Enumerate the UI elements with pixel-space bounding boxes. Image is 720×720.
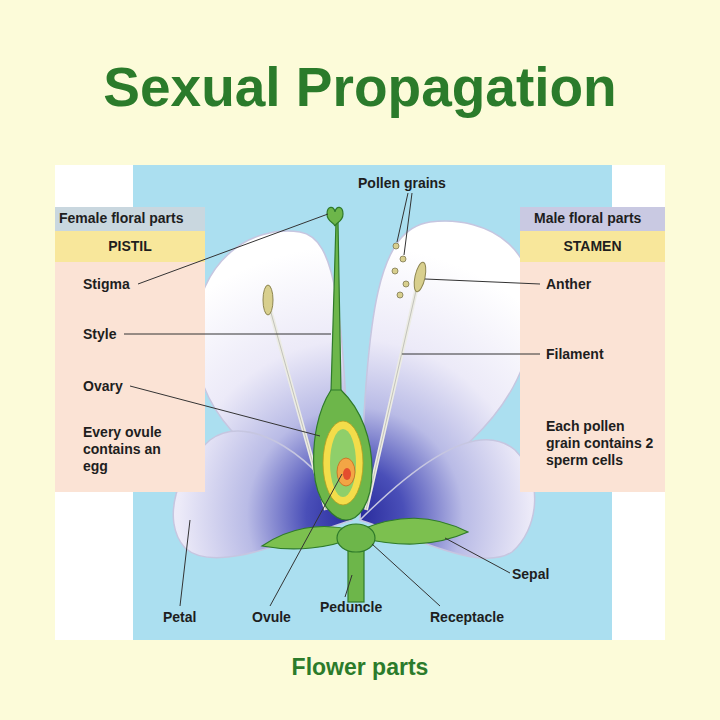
diagram-caption: Flower parts	[0, 653, 720, 681]
leader-line	[270, 474, 342, 606]
pollen-grain	[403, 281, 409, 287]
egg-cell	[343, 468, 351, 480]
leader-line	[425, 279, 540, 284]
ovary-chamber	[330, 429, 356, 497]
leader-line	[404, 193, 412, 255]
panel-background	[55, 165, 665, 640]
label-panel: AntherFilamentEach pollen grain contains…	[520, 262, 665, 492]
part-label: Ovule	[252, 609, 291, 626]
part-label: Pollen grains	[358, 175, 446, 192]
petal	[360, 440, 535, 559]
leader-line	[138, 214, 328, 284]
leader-line	[397, 193, 408, 242]
anther	[263, 285, 273, 315]
part-label: Ovary	[83, 378, 193, 395]
sepal	[360, 518, 468, 544]
label-panel: StigmaStyleOvaryEvery ovule contains an …	[55, 262, 205, 492]
part-label: Peduncle	[320, 599, 382, 616]
style	[331, 222, 341, 392]
part-label: Every ovule contains an egg	[83, 424, 183, 475]
part-label: Each pollen grain contains 2 sperm cells	[546, 418, 654, 469]
label-panel: Male floral parts	[520, 207, 665, 231]
diagram-title: Sexual Propagation	[0, 55, 720, 119]
part-label: Sepal	[512, 566, 549, 583]
leader-line	[345, 575, 352, 597]
leader-line	[402, 354, 540, 355]
pollen-grain	[393, 243, 399, 249]
pollen-grain	[400, 256, 406, 262]
ovary-wall	[323, 421, 363, 505]
part-label: PISTIL	[55, 238, 205, 255]
filament	[366, 282, 418, 510]
leader-line	[180, 520, 190, 606]
ovule	[337, 458, 355, 486]
pollen-grain	[397, 292, 403, 298]
part-label: Stigma	[83, 276, 193, 293]
part-label: Male floral parts	[534, 210, 665, 227]
leader-line	[445, 538, 510, 573]
part-label: Filament	[546, 346, 656, 363]
leader-line	[372, 544, 440, 606]
part-label: Petal	[163, 609, 196, 626]
label-panel: Female floral parts	[55, 207, 205, 231]
ovary	[314, 390, 372, 520]
stigma	[327, 207, 343, 226]
receptacle	[337, 524, 375, 552]
label-panel: PISTIL	[55, 231, 205, 262]
part-label: Female floral parts	[59, 210, 205, 227]
filament-edge	[366, 282, 418, 510]
leader-line	[124, 334, 331, 335]
part-label: Anther	[546, 276, 656, 293]
part-label: Receptacle	[430, 609, 504, 626]
pollen-grain	[392, 268, 398, 274]
leader-line	[130, 386, 320, 436]
anther	[412, 261, 428, 292]
part-label: Style	[83, 326, 193, 343]
peduncle	[348, 545, 364, 602]
label-panel: STAMEN	[520, 231, 665, 262]
part-label: STAMEN	[520, 238, 665, 255]
